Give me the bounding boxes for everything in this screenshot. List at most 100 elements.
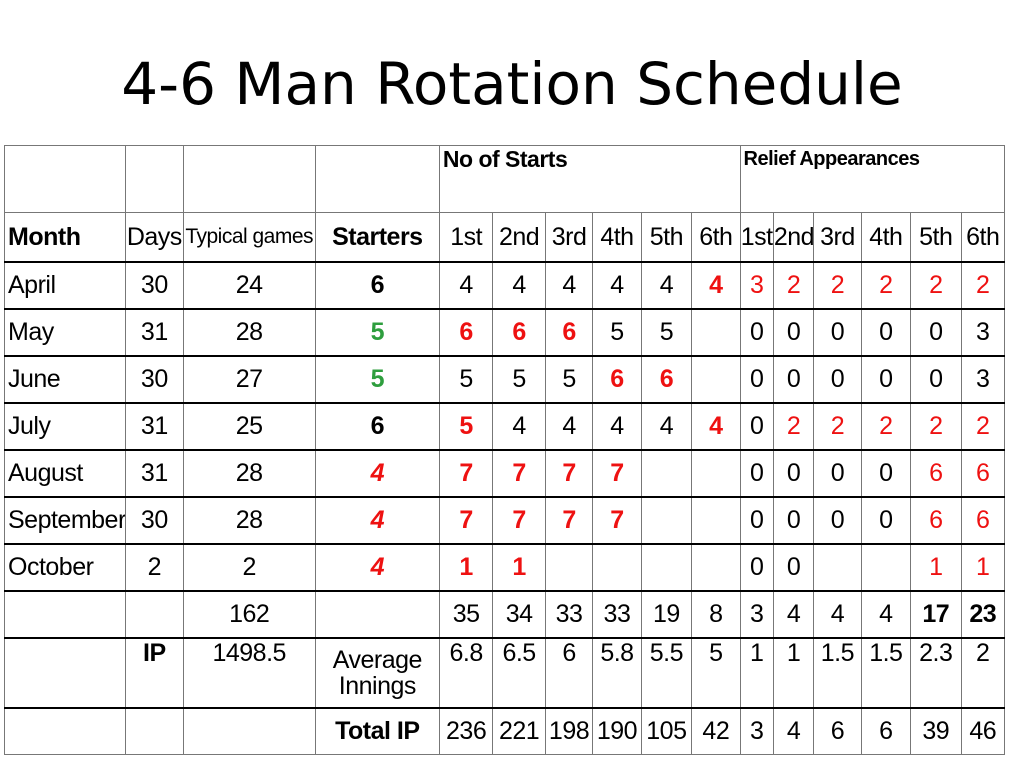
starts-cell: 6 [640, 355, 693, 404]
avg-starts-cell: 5.8 [592, 637, 642, 709]
relief-cell: 0 [813, 496, 862, 545]
total-ip-starts-cell: 221 [492, 707, 546, 755]
starts-cell [640, 449, 693, 498]
month-cell: October [3, 543, 127, 592]
starts-slot-header: 6th [691, 212, 741, 263]
relief-cell: 0 [739, 496, 774, 545]
starts-cell [691, 496, 741, 545]
relief-cell: 0 [772, 449, 815, 498]
relief-slot-header: 4th [860, 212, 912, 263]
total-ip-starts-cell: 105 [640, 707, 693, 755]
avg-starts-cell: 5 [691, 637, 741, 709]
relief-cell: 0 [910, 308, 962, 357]
starters-cell: 4 [314, 496, 440, 545]
relief-group-header: Relief Appearances [739, 145, 1006, 213]
typical-games-header: Typical games [182, 212, 316, 263]
total-ip-relief-cell: 46 [960, 707, 1006, 755]
starts-cell [691, 449, 741, 498]
relief-cell: 2 [960, 261, 1006, 310]
month-cell: August [3, 449, 127, 498]
blank-cell [125, 145, 184, 213]
total-starts-cell: 35 [438, 590, 494, 639]
days-cell: 30 [125, 355, 184, 404]
blank-cell [3, 637, 127, 709]
relief-cell: 2 [860, 261, 912, 310]
relief-cell: 1 [960, 543, 1006, 592]
starts-cell: 5 [438, 355, 494, 404]
relief-cell: 0 [739, 355, 774, 404]
starts-cell [544, 543, 594, 592]
blank-cell [125, 707, 184, 755]
starts-cell: 4 [544, 261, 594, 310]
starts-cell: 6 [438, 308, 494, 357]
total-ip-label: Total IP [314, 707, 440, 755]
games-cell: 27 [182, 355, 316, 404]
relief-cell: 0 [772, 355, 815, 404]
starts-cell [691, 543, 741, 592]
starts-cell: 7 [592, 496, 642, 545]
relief-cell: 0 [860, 496, 912, 545]
starts-cell: 5 [438, 402, 494, 451]
avg-relief-cell: 1.5 [813, 637, 862, 709]
relief-cell: 6 [910, 496, 962, 545]
games-cell: 28 [182, 496, 316, 545]
relief-cell: 0 [739, 402, 774, 451]
starts-cell: 1 [438, 543, 494, 592]
total-starts-cell: 34 [492, 590, 546, 639]
starts-slot-header: 4th [592, 212, 642, 263]
total-relief-cell: 4 [813, 590, 862, 639]
starters-cell: 6 [314, 261, 440, 310]
relief-cell: 0 [860, 355, 912, 404]
avg-relief-cell: 2 [960, 637, 1006, 709]
ip-value-cell: 1498.5 [182, 637, 316, 709]
relief-cell: 3 [739, 261, 774, 310]
starts-cell: 6 [492, 308, 546, 357]
relief-slot-header: 3rd [813, 212, 862, 263]
total-starts-cell: 8 [691, 590, 741, 639]
games-cell: 25 [182, 402, 316, 451]
blank-cell [3, 707, 127, 755]
total-ip-relief-cell: 39 [910, 707, 962, 755]
relief-cell: 2 [813, 261, 862, 310]
relief-cell: 0 [813, 308, 862, 357]
starts-cell: 4 [640, 261, 693, 310]
relief-cell: 6 [960, 449, 1006, 498]
starts-cell: 4 [691, 261, 741, 310]
starts-cell: 4 [438, 261, 494, 310]
days-header: Days [125, 212, 184, 263]
relief-slot-header: 6th [960, 212, 1006, 263]
days-cell: 31 [125, 449, 184, 498]
blank-cell [3, 145, 127, 213]
relief-slot-header: 1st [739, 212, 774, 263]
games-cell: 28 [182, 449, 316, 498]
starts-cell [592, 543, 642, 592]
relief-cell: 0 [813, 355, 862, 404]
days-cell: 31 [125, 308, 184, 357]
relief-cell [860, 543, 912, 592]
starts-cell: 7 [438, 496, 494, 545]
avg-relief-cell: 2.3 [910, 637, 962, 709]
relief-cell: 0 [772, 308, 815, 357]
relief-cell: 0 [813, 449, 862, 498]
total-ip-relief-cell: 4 [772, 707, 815, 755]
starters-cell: 5 [314, 355, 440, 404]
total-ip-relief-cell: 6 [860, 707, 912, 755]
starts-cell: 4 [592, 402, 642, 451]
relief-cell: 0 [739, 543, 774, 592]
relief-cell [813, 543, 862, 592]
month-cell: July [3, 402, 127, 451]
starts-slot-header: 1st [438, 212, 494, 263]
starters-cell: 4 [314, 543, 440, 592]
days-cell: 30 [125, 261, 184, 310]
starts-group-header: No of Starts [438, 145, 741, 213]
total-ip-starts-cell: 190 [592, 707, 642, 755]
slide-title: 4-6 Man Rotation Schedule [121, 50, 903, 118]
blank-cell [125, 590, 184, 639]
